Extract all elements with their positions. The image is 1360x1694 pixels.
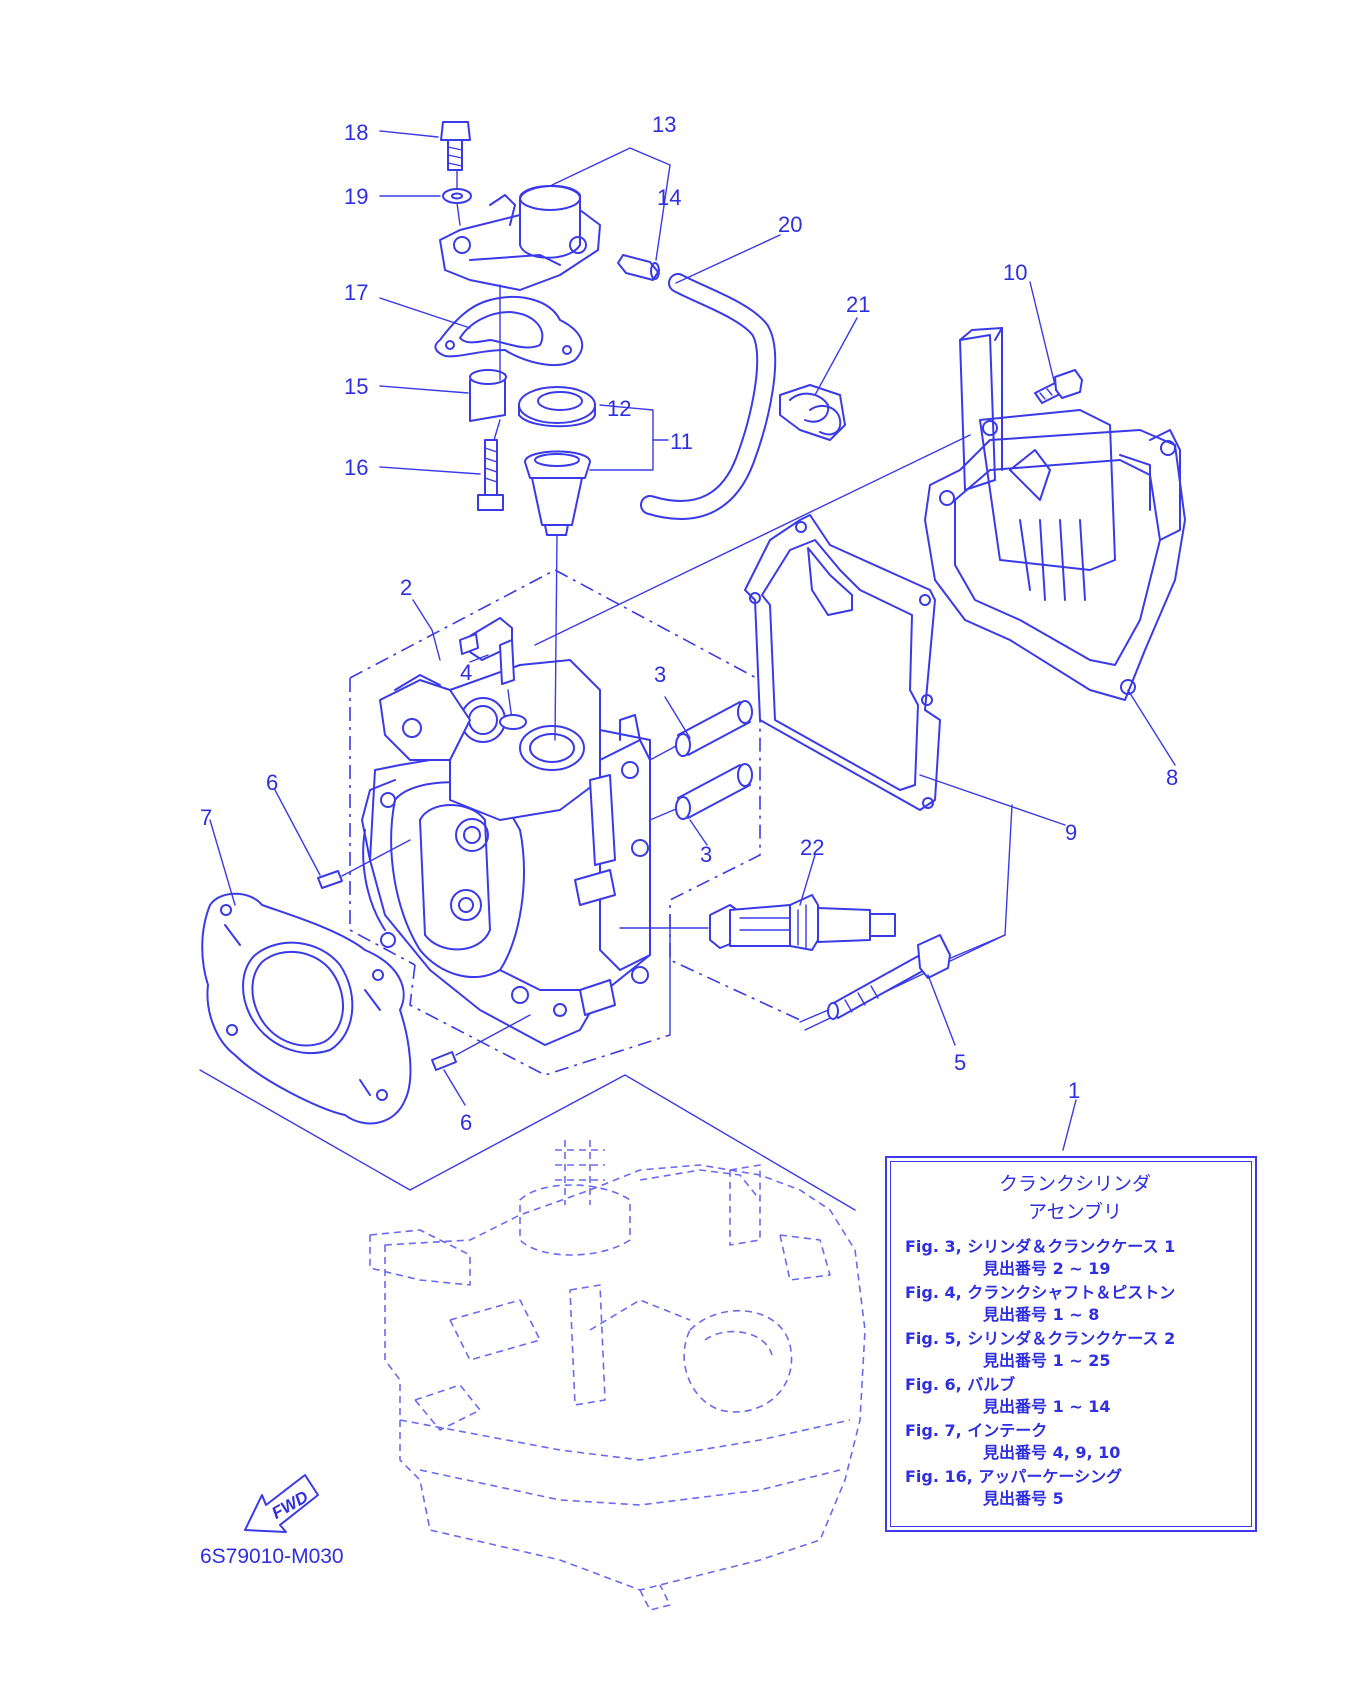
callout-9: 9: [1065, 820, 1077, 845]
callout-3-lower: 3: [700, 842, 712, 867]
collar-15-part: [469, 369, 507, 422]
legend-fig-7: Fig. 7, インテーク: [905, 1421, 1048, 1440]
callout-19: 19: [344, 184, 368, 209]
callout-labels: 1 2 3 3 4 5 6 6 7 8 9 10 11 12 13 14 15 …: [200, 112, 1178, 1135]
dowel-pin-parts: [317, 839, 531, 1071]
legend-fig-5: Fig. 5, シリンダ＆クランクケース 2: [905, 1329, 1176, 1348]
callout-20: 20: [778, 212, 802, 237]
diagram-code: 6S79010-M030: [200, 1545, 344, 1568]
legend-items-6: 見出番号 1 ~ 14: [983, 1397, 1111, 1416]
long-bolt-part: [827, 934, 951, 1020]
seal-12-part: [518, 386, 596, 428]
legend-box: クランクシリンダ アセンブリ Fig. 3, シリンダ＆クランクケース 1 見出…: [885, 1156, 1257, 1532]
legend-fig-16: Fig. 16, アッパーケーシング: [905, 1467, 1123, 1486]
callout-8: 8: [1166, 765, 1178, 790]
callout-5: 5: [954, 1050, 966, 1075]
nipple-part: [617, 254, 660, 281]
thermostat-gasket-part: [434, 296, 584, 366]
callout-15: 15: [344, 374, 368, 399]
callout-21: 21: [846, 292, 870, 317]
callout-4: 4: [460, 660, 472, 685]
legend-title-line1: クランクシリンダ: [998, 1173, 1151, 1195]
callout-11: 11: [670, 429, 693, 454]
callout-6-lower: 6: [460, 1110, 472, 1135]
hose-clip-part: [779, 384, 846, 441]
sleeve-parts: [649, 700, 753, 821]
callout-13: 13: [652, 112, 676, 137]
legend-fig-3: Fig. 3, シリンダ＆クランクケース 1: [905, 1237, 1176, 1256]
spark-plug-part: [619, 894, 896, 951]
thermostat-cover-part: [439, 184, 601, 291]
legend-items-16: 見出番号 5: [983, 1489, 1064, 1508]
legend-title-line2: アセンブリ: [1027, 1201, 1123, 1223]
bolt-16-part: [477, 439, 504, 511]
cover-gasket-part: [744, 514, 941, 811]
legend-items-5: 見出番号 1 ~ 25: [983, 1351, 1111, 1370]
legend-fig-4: Fig. 4, クランクシャフト＆ピストン: [905, 1283, 1176, 1302]
bolt-18-part: [440, 121, 471, 171]
intake-cover-part: [924, 327, 1186, 701]
callout-22: 22: [800, 835, 824, 860]
crankcase-ghost-outline: [369, 1140, 866, 1611]
callout-18: 18: [344, 120, 368, 145]
washer-19-part: [442, 188, 472, 204]
cylinder-block-part: [361, 659, 651, 1046]
small-bolt-part: [1034, 369, 1083, 404]
legend-items-3: 見出番号 2 ~ 19: [983, 1259, 1111, 1278]
callout-3-upper: 3: [654, 662, 666, 687]
callout-7: 7: [200, 805, 212, 830]
head-gasket-part: [201, 892, 412, 1125]
callout-10: 10: [1003, 260, 1027, 285]
legend-items-7: 見出番号 4, 9, 10: [983, 1443, 1121, 1462]
fitting-part: [459, 617, 527, 730]
callout-12: 12: [607, 396, 631, 421]
callout-6-upper: 6: [266, 770, 278, 795]
callout-16: 16: [344, 455, 368, 480]
fwd-arrow-icon: FWD: [244, 1474, 319, 1533]
callout-1: 1: [1068, 1078, 1080, 1103]
legend-fig-6: Fig. 6, バルブ: [905, 1375, 1016, 1394]
callout-14: 14: [657, 185, 681, 210]
callout-17: 17: [344, 280, 368, 305]
hose-part: [640, 273, 777, 520]
thermostat-11-part: [524, 450, 591, 741]
legend-items-4: 見出番号 1 ~ 8: [983, 1305, 1100, 1324]
leader-lines: [209, 130, 1176, 1151]
callout-2: 2: [400, 575, 412, 600]
